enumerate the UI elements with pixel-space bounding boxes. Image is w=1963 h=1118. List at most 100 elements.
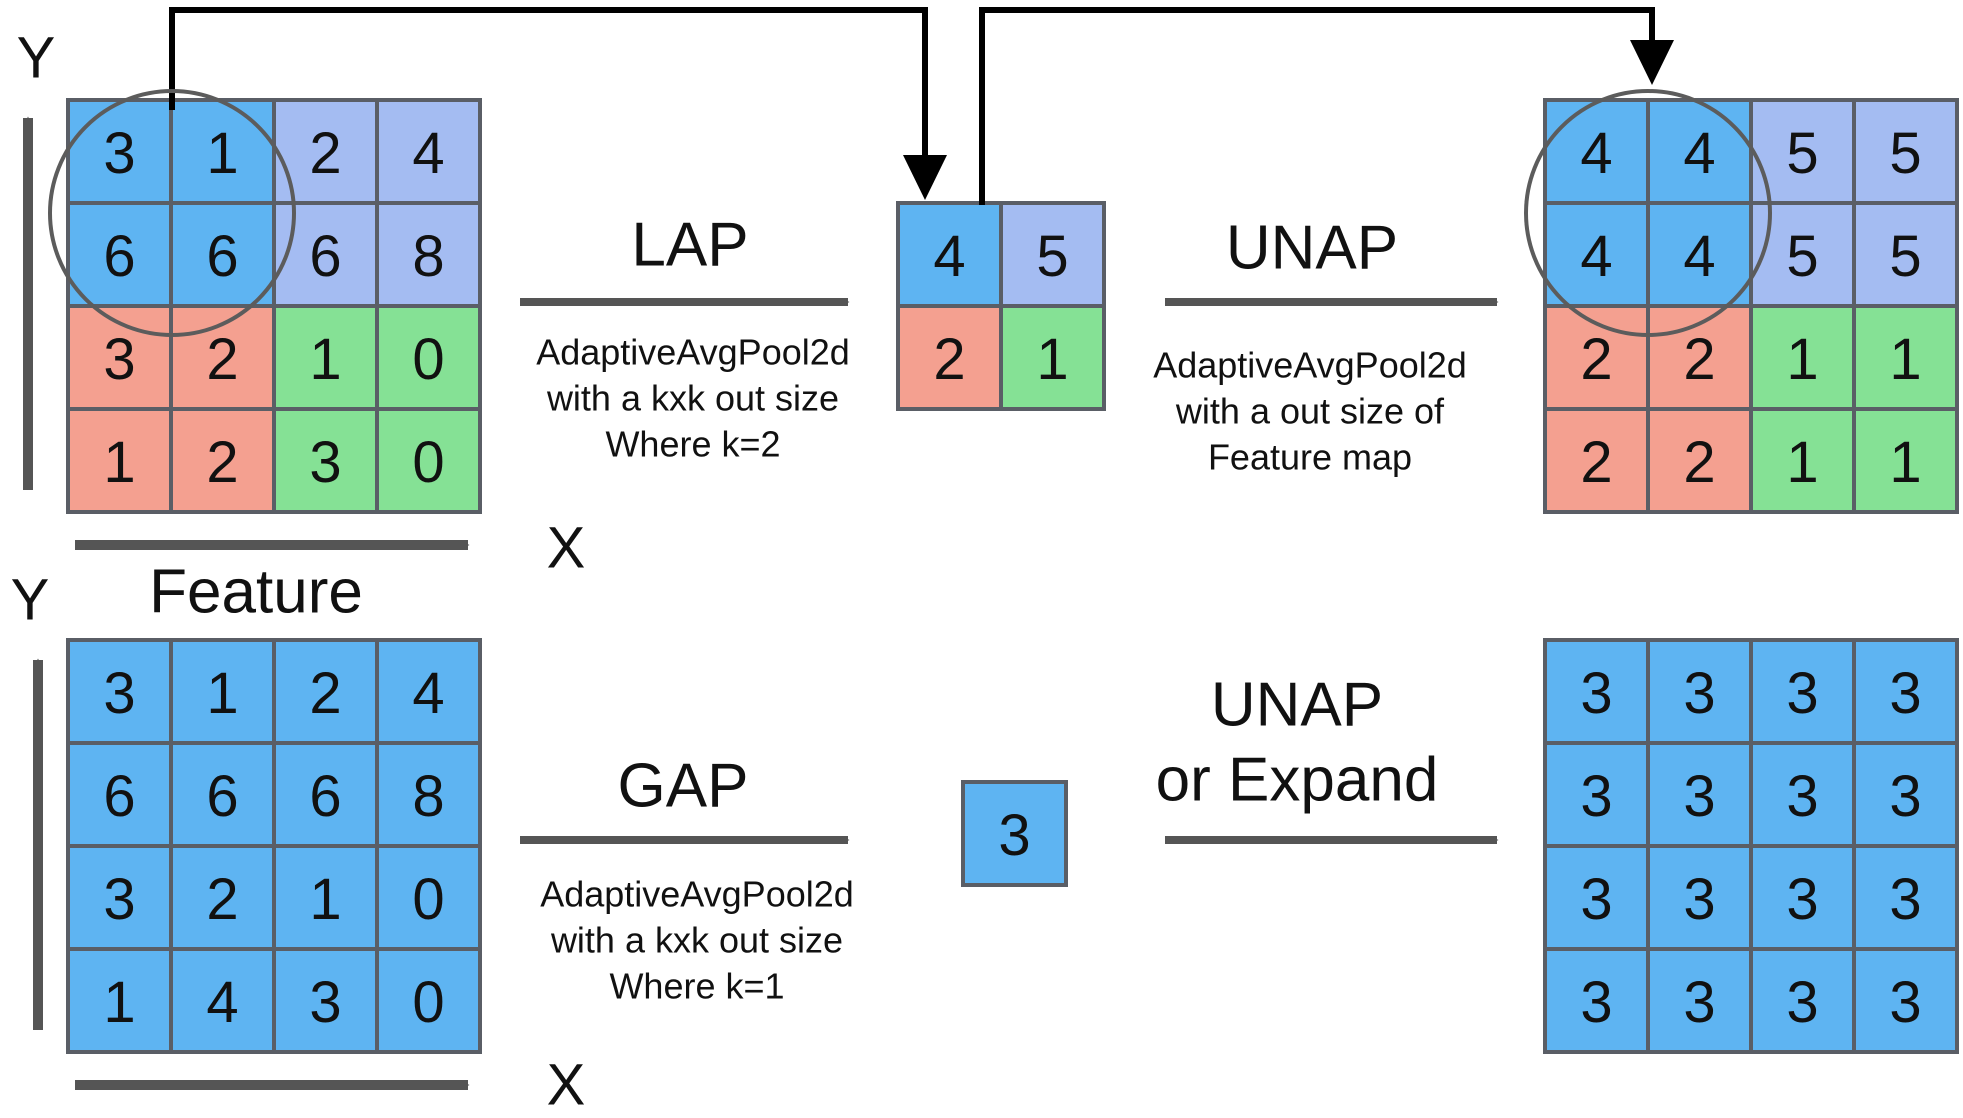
bottom-feature-grid-value: 0 (412, 970, 444, 1035)
top-output-grid-value: 1 (1786, 327, 1818, 392)
lap-output-grid-value: 4 (933, 224, 965, 289)
lap-title: LAP (631, 211, 748, 280)
lap-to-unap-arrowhead (1630, 40, 1674, 85)
bottom-output-grid-value: 3 (1580, 970, 1612, 1035)
lap-output-grid-cell (999, 201, 1106, 308)
unap-bottom-title-line2: or Expand (1156, 746, 1439, 815)
bottom-feature-grid-cell (169, 947, 276, 1054)
bottom-output-grid-value: 3 (1786, 970, 1818, 1035)
bottom-output-grid-cell (1852, 638, 1959, 745)
bottom-feature-grid-value: 6 (103, 764, 135, 829)
top-output-grid-value: 4 (1580, 224, 1612, 289)
top-output-grid-value: 5 (1889, 121, 1921, 186)
top-output-grid-cell (1852, 407, 1959, 514)
bottom-feature-grid-value: 2 (206, 867, 238, 932)
bottom-output-grid-value: 3 (1683, 867, 1715, 932)
top-output-grid-value: 2 (1580, 430, 1612, 495)
top-output-grid-value: 2 (1580, 327, 1612, 392)
bottom-output-grid-value: 3 (1786, 867, 1818, 932)
bottom-feature-grid-cell (375, 947, 482, 1054)
bottom-output-grid-value: 3 (1683, 661, 1715, 726)
lap-desc-line2: with a kxk out size (546, 378, 839, 419)
top-feature-grid-value: 0 (412, 430, 444, 495)
bottom-feature-grid-value: 0 (412, 867, 444, 932)
top-output-grid-cell (1749, 407, 1856, 514)
feature-to-lap-arrow (169, 7, 928, 160)
bottom-output-grid-value: 3 (1580, 764, 1612, 829)
unap-bottom-title-line1: UNAP (1211, 671, 1383, 740)
top-output-grid-value: 1 (1786, 430, 1818, 495)
top-feature-grid-value: 1 (103, 430, 135, 495)
top-output-grid-value: 4 (1683, 121, 1715, 186)
bottom-x-label: X (547, 1053, 586, 1118)
top-output-grid-value: 4 (1683, 224, 1715, 289)
top-output-grid-value: 5 (1889, 224, 1921, 289)
bottom-feature-grid-value: 2 (309, 661, 341, 726)
unap-bottom-operation: UNAP or Expand (1156, 671, 1499, 844)
bottom-output-grid-cell (1646, 741, 1753, 848)
top-feature-grid-value: 8 (412, 224, 444, 289)
top-feature-grid-cell (375, 407, 482, 514)
gap-output-grid-cell (961, 780, 1068, 887)
bottom-feature-grid-value: 8 (412, 764, 444, 829)
top-feature-grid-value: 4 (412, 121, 444, 186)
unap-top-operation: UNAP AdaptiveAvgPool2d with a out size o… (1153, 214, 1499, 478)
top-output-grid-cell (1852, 304, 1959, 411)
bottom-output-grid-value: 3 (1889, 661, 1921, 726)
bottom-feature-grid-value: 3 (103, 867, 135, 932)
top-output-grid-cell (1646, 407, 1753, 514)
gap-operation: GAP AdaptiveAvgPool2d with a kxk out siz… (520, 752, 854, 1007)
bottom-feature-grid-cell (272, 638, 379, 745)
top-feature-grid-value: 1 (309, 327, 341, 392)
top-feature-grid-value: 6 (206, 224, 238, 289)
pooling-region-circle-input (48, 89, 296, 337)
lap-output-grid-cell (896, 201, 1003, 308)
bottom-output-grid-cell (1852, 947, 1959, 1054)
top-output-grid-value: 1 (1889, 430, 1921, 495)
lap-output-grid-cell (896, 304, 1003, 411)
bottom-feature-grid-cell (375, 844, 482, 951)
top-feature-grid-value: 3 (103, 327, 135, 392)
top-y-label: Y (17, 26, 56, 91)
bottom-feature-grid-value: 4 (412, 661, 444, 726)
unap-top-desc-line2: with a out size of (1175, 391, 1445, 432)
top-feature-grid-value: 3 (309, 430, 341, 495)
bottom-output-grid-cell (1749, 844, 1856, 951)
top-output-grid-value: 5 (1786, 224, 1818, 289)
top-output-grid-value: 5 (1786, 121, 1818, 186)
lap-to-unap-arrow (979, 7, 1655, 205)
bottom-feature-grid-value: 4 (206, 970, 238, 1035)
bottom-output-grid-value: 3 (1580, 867, 1612, 932)
top-feature-grid-cell (66, 407, 173, 514)
bottom-output-grid-value: 3 (1786, 764, 1818, 829)
bottom-output-grid-value: 3 (1889, 970, 1921, 1035)
bottom-output-grid-cell (1646, 947, 1753, 1054)
bottom-feature-grid-value: 3 (103, 661, 135, 726)
unap-top-desc-line3: Feature map (1208, 437, 1412, 478)
lap-desc-line3: Where k=2 (605, 424, 780, 465)
top-feature-grid-value: 6 (309, 224, 341, 289)
top-feature-grid-cell (169, 407, 276, 514)
lap-output-grid-cell (999, 304, 1106, 411)
unap-top-desc-line1: AdaptiveAvgPool2d (1153, 345, 1467, 386)
bottom-output-grid-cell (1646, 844, 1753, 951)
feature-caption: Feature (149, 558, 363, 627)
bottom-feature-grid-value: 6 (309, 764, 341, 829)
bottom-feature-grid-value: 6 (206, 764, 238, 829)
lap-feedback-arrows (169, 7, 1674, 205)
bottom-output-grid-value: 3 (1580, 661, 1612, 726)
top-feature-grid-value: 0 (412, 327, 444, 392)
top-output-grid-value: 2 (1683, 430, 1715, 495)
lap-output-grid-value: 2 (933, 327, 965, 392)
bottom-output-grid-cell (1852, 844, 1959, 951)
top-feature-grid-value: 1 (206, 121, 238, 186)
gap-desc-line1: AdaptiveAvgPool2d (540, 874, 854, 915)
lap-output-grid-value: 1 (1036, 327, 1068, 392)
bottom-output-grid-value: 3 (1889, 764, 1921, 829)
pooling-region-circle-output (1524, 89, 1772, 337)
